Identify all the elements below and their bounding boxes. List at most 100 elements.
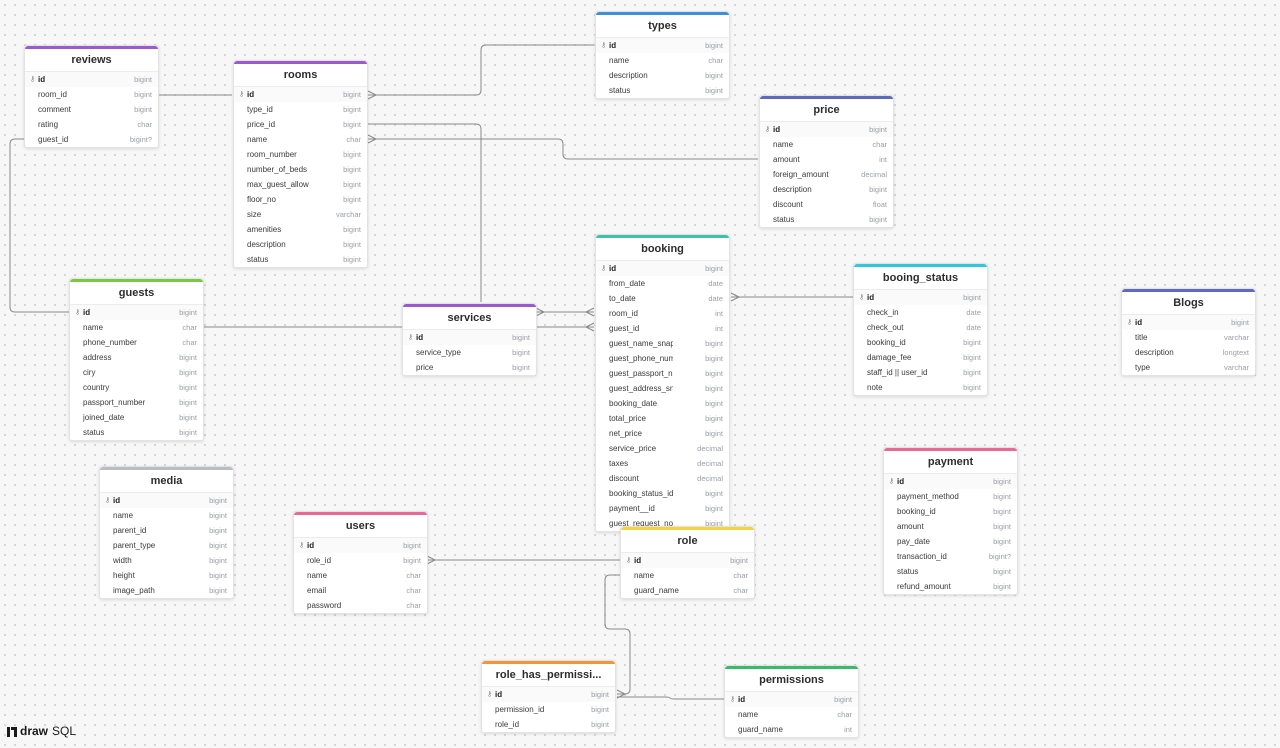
table-title[interactable]: price	[760, 99, 893, 122]
table-title[interactable]: payment	[884, 451, 1017, 474]
table-title[interactable]: role_has_permissi...	[482, 664, 615, 687]
table-title[interactable]: services	[403, 307, 536, 330]
field-row[interactable]: guest_passport_numbbigint	[596, 366, 729, 381]
table-title[interactable]: reviews	[25, 49, 158, 72]
field-row[interactable]: guest_address_snapshbigint	[596, 381, 729, 396]
table-title[interactable]: booing_status	[854, 267, 987, 290]
table-title[interactable]: rooms	[234, 64, 367, 87]
table-title[interactable]: users	[294, 515, 427, 538]
table-title[interactable]: Blogs	[1122, 292, 1255, 315]
table-title[interactable]: guests	[70, 282, 203, 305]
field-row[interactable]: guest_name_snapshotbigint	[596, 336, 729, 351]
table-title[interactable]: role	[621, 530, 754, 553]
